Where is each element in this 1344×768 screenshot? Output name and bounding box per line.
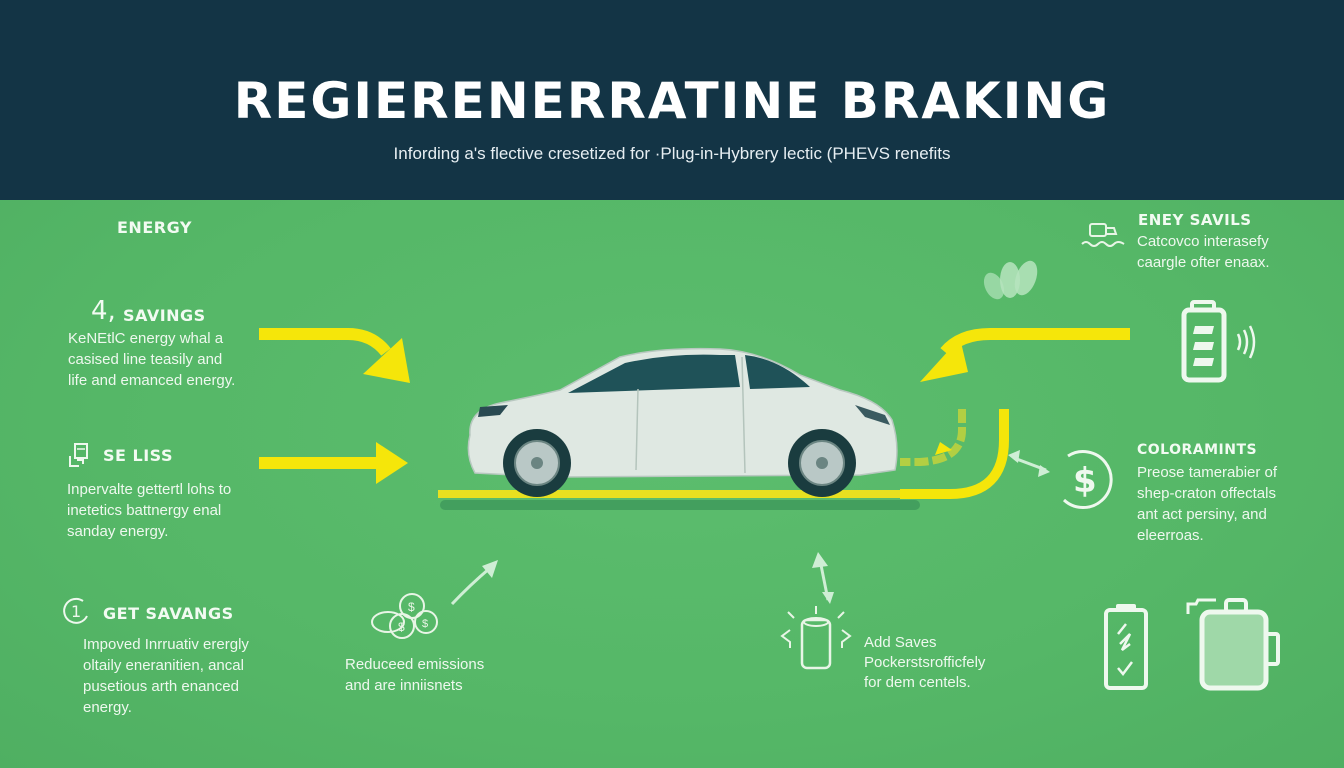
header-banner: REGIERENERRATINE BRAKING Infording a's f…	[0, 0, 1344, 200]
savings-body: KeNEtlC energy whal a casised line teasi…	[68, 330, 236, 389]
add-saves-body: Add Saves Pockerstsrofficfely for dem ce…	[864, 634, 986, 691]
dollar-circle-icon: $	[1062, 450, 1113, 510]
eney-savils-body: Catcovco interasefy caargle ofter enaax.	[1137, 233, 1270, 271]
battery-charging-icon	[1181, 300, 1256, 383]
get-savangs-heading: GET SAVANGS	[103, 604, 234, 623]
emissions-body: Reduceed emissions and are inniisnets	[345, 656, 485, 694]
vehicle-water-icon	[1081, 223, 1125, 247]
battery-cell-icon	[780, 606, 852, 670]
battery-charged-icon	[1104, 604, 1148, 690]
svg-text:$: $	[422, 618, 428, 630]
svg-text:1: 1	[71, 602, 81, 621]
eney-savils-heading: ENEY SAVILS	[1138, 211, 1252, 229]
get-savangs-body: Impoved Inrruativ erergly oltaily eneran…	[83, 636, 249, 716]
number-4-icon: 4,	[91, 296, 116, 326]
document-share-icon	[69, 443, 88, 467]
page-title: REGIERENERRATINE BRAKING	[233, 72, 1111, 130]
coloramints-body: Preose tamerabier of shep-craton offecta…	[1137, 464, 1278, 544]
se-liss-body: Inpervalte gettertl lohs to inetetics ba…	[67, 481, 232, 540]
diagram-panel	[0, 200, 1344, 768]
leaves-icon	[983, 260, 1038, 300]
car-illustration	[467, 347, 898, 497]
svg-text:$: $	[1073, 461, 1097, 501]
savings-heading: SAVINGS	[123, 306, 206, 325]
fuel-canister-icon	[1186, 598, 1280, 691]
arrow-head-icon	[363, 338, 410, 383]
number-1-circle-icon: 1	[63, 597, 88, 624]
coloramints-heading: COLORAMINTS	[1137, 442, 1258, 458]
page-subtitle: Infording a's flective cresetized for ·P…	[393, 144, 951, 163]
svg-text:$: $	[408, 600, 415, 614]
energy-label: ENERGY	[117, 218, 192, 237]
se-liss-heading: SE LISS	[103, 446, 173, 465]
coins-icon: $ $ $	[371, 593, 438, 639]
svg-text:$: $	[398, 620, 405, 634]
